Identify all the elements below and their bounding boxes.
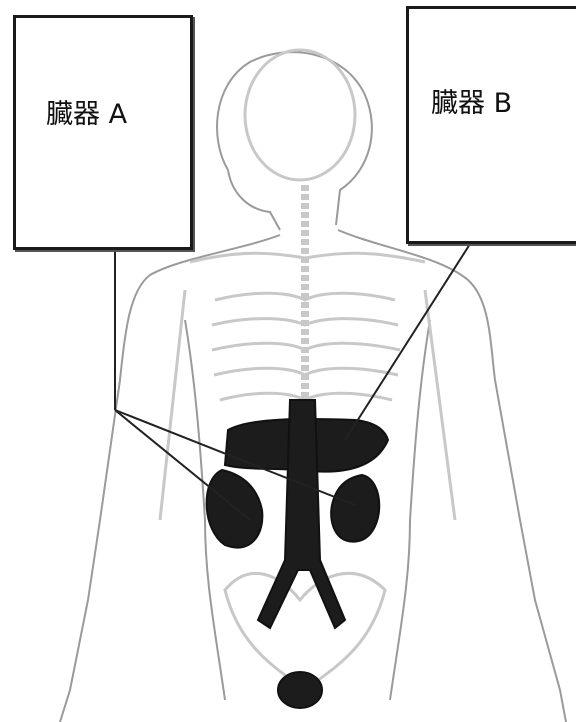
skull: [245, 50, 355, 180]
jaw-outline: [228, 170, 280, 230]
organs: [207, 400, 388, 708]
organ-b-label-box: 臓器 B: [406, 6, 576, 244]
kidney-left: [207, 470, 263, 548]
organ-a-label: 臓器 A: [46, 92, 127, 131]
torso-left-outline: [60, 235, 280, 722]
humerus-left: [160, 290, 185, 520]
kidney-right: [331, 475, 379, 542]
organ-a-label-box: 臓器 A: [13, 15, 193, 250]
waist-right-outline: [390, 320, 430, 700]
leader-b-to-liver: [345, 244, 470, 440]
organ-b-label: 臓器 B: [431, 81, 512, 120]
head-outline: [217, 52, 372, 225]
bladder: [278, 672, 322, 708]
torso-right-outline: [338, 230, 566, 722]
humerus-right: [425, 290, 455, 520]
